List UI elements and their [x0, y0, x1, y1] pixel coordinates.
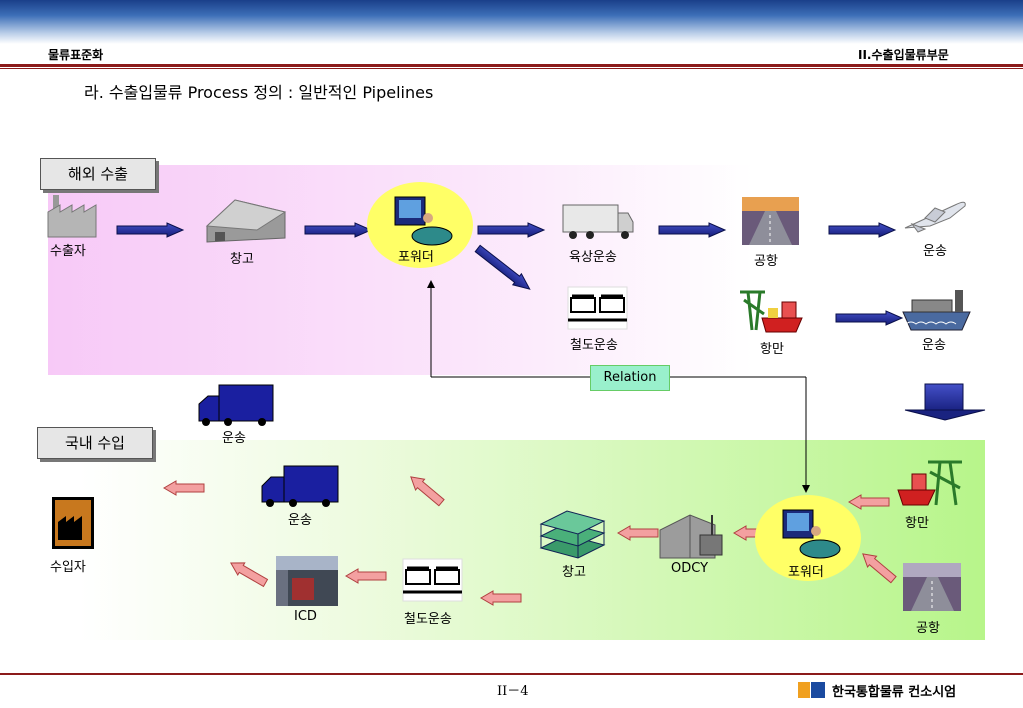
truck-icon: [562, 204, 634, 239]
warehouse-stack-icon: [539, 510, 606, 559]
icd-photo-icon: [276, 556, 338, 606]
rail-transport-label: 철도운송: [570, 338, 618, 353]
blue-arrow: [477, 222, 546, 238]
truck-icon: [261, 465, 339, 507]
page-number: II－4: [497, 684, 529, 699]
warehouse-label: 창고: [230, 252, 254, 267]
land-transport-label: 육상운송: [569, 250, 617, 265]
pink-arrow: [617, 525, 659, 541]
page-title: 라. 수출입물류 Process 정의 : 일반적인 Pipelines: [84, 83, 434, 102]
pink-arrow: [345, 568, 387, 584]
header-band: [0, 0, 1023, 44]
air-transport-label: 운송: [923, 244, 947, 259]
blue-arrow: [835, 310, 904, 326]
runway-icon: [903, 563, 961, 611]
seaport-label: 항만: [760, 342, 784, 357]
blue-arrow: [304, 222, 373, 238]
port-crane-icon: [897, 460, 962, 506]
sea-transport-label: 운송: [922, 338, 946, 353]
header-right: II.수출입물류부문: [858, 48, 949, 62]
header-left: 물류표준화: [48, 48, 104, 62]
seaport-import-label: 항만: [905, 516, 929, 531]
pink-arrow: [229, 562, 269, 588]
relation-box: Relation: [590, 365, 670, 391]
pink-arrow: [480, 590, 522, 606]
blue-arrow: [658, 222, 727, 238]
forwarder-label: 포워더: [398, 250, 434, 265]
airport-import-label: 공항: [916, 621, 940, 636]
truck-mid-label: 운송: [288, 513, 312, 528]
airplane-icon: [904, 201, 966, 233]
port-crane-icon: [740, 290, 803, 333]
pink-arrow: [163, 480, 205, 496]
ship-icon: [902, 290, 971, 331]
export-section-label: 해외 수출: [40, 158, 156, 190]
pink-arrow: [848, 494, 890, 510]
import-section-label: 국내 수입: [37, 427, 153, 459]
export-area: [48, 165, 988, 375]
truck-icon: [198, 384, 274, 426]
rail-import-label: 철도운송: [404, 612, 452, 627]
company-name: 한국통합물류 컨소시엄: [832, 685, 957, 700]
footer-rule: [0, 673, 1023, 675]
consortium-logo: [798, 682, 825, 698]
header-rule-thin: [0, 68, 1023, 69]
exporter-label: 수출자: [50, 244, 86, 259]
warehouse-import-label: 창고: [562, 565, 586, 580]
icd-label: ICD: [294, 609, 317, 624]
airport-label: 공항: [754, 254, 778, 269]
down-block-arrow: [904, 383, 986, 421]
importer-factory-icon: [52, 497, 94, 549]
header-rule: [0, 64, 1023, 67]
factory-icon: [47, 195, 97, 238]
pink-arrow: [410, 476, 445, 507]
forwarder-icon: [367, 182, 473, 268]
odcy-icon: [659, 514, 723, 559]
blue-arrow: [474, 244, 531, 290]
forwarder-import-label: 포워더: [788, 565, 824, 580]
forwarder-icon: [755, 495, 861, 581]
odcy-label: ODCY: [671, 561, 709, 576]
rail-icon: [402, 558, 463, 602]
blue-arrow: [116, 222, 185, 238]
truck-top-label: 운송: [222, 431, 246, 446]
relation-connector: [427, 280, 810, 493]
runway-icon: [742, 197, 799, 245]
pink-arrow: [862, 553, 897, 584]
rail-icon: [567, 286, 628, 330]
warehouse-icon: [205, 199, 287, 243]
importer-label: 수입자: [50, 560, 86, 575]
blue-arrow: [828, 222, 897, 238]
